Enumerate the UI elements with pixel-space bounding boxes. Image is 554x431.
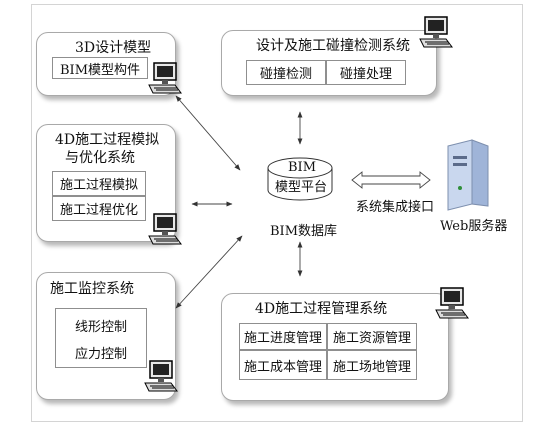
module-4d-management-item: 施工进度管理 (239, 323, 327, 350)
bim-database-cylinder (267, 157, 333, 201)
arrow-monitor-to-bim (175, 235, 243, 309)
web-server-icon (447, 139, 489, 211)
module-monitoring-item: 线形控制 (75, 320, 128, 335)
arrow-interface-double (351, 171, 431, 189)
module-clash-detection-title: 设计及施工碰撞检测系统 (256, 38, 410, 54)
desktop-computer-icon (419, 16, 453, 48)
module-4d-simulation-title-line2: 与优化系统 (65, 150, 135, 166)
module-4d-management-item: 施工场地管理 (327, 350, 417, 380)
module-clash-detection-item: 碰撞检测 (246, 60, 326, 85)
module-3d-model-item: BIM模型构件 (52, 57, 148, 79)
module-4d-management-title: 4D施工过程管理系统 (255, 301, 388, 317)
diagram-frame (31, 4, 523, 422)
module-4d-management-item: 施工成本管理 (239, 350, 327, 380)
desktop-computer-icon (435, 287, 469, 319)
module-monitoring-item: 应力控制 (75, 347, 128, 362)
bim-database-caption: BIM数据库 (270, 224, 337, 239)
bim-platform-label-line2: 模型平台 (275, 180, 328, 195)
interface-label: 系统集成接口 (356, 200, 435, 215)
desktop-computer-icon (148, 213, 182, 245)
bim-platform-label-line1: BIM (288, 160, 316, 175)
desktop-computer-icon (148, 62, 182, 94)
module-clash-detection-item: 碰撞处理 (326, 60, 406, 85)
module-4d-simulation-title-line1: 4D施工过程模拟 (55, 132, 160, 148)
module-4d-simulation-item: 施工过程优化 (52, 196, 146, 221)
module-monitoring-title: 施工监控系统 (50, 281, 134, 297)
module-4d-simulation-item: 施工过程模拟 (52, 171, 146, 196)
module-4d-management-item: 施工资源管理 (327, 323, 417, 350)
arrow-3d-to-bim (175, 95, 241, 171)
module-3d-model-title: 3D设计模型 (75, 40, 152, 56)
web-server-label: Web服务器 (440, 219, 508, 234)
desktop-computer-icon (144, 360, 178, 392)
module-monitoring-panel (55, 308, 147, 368)
